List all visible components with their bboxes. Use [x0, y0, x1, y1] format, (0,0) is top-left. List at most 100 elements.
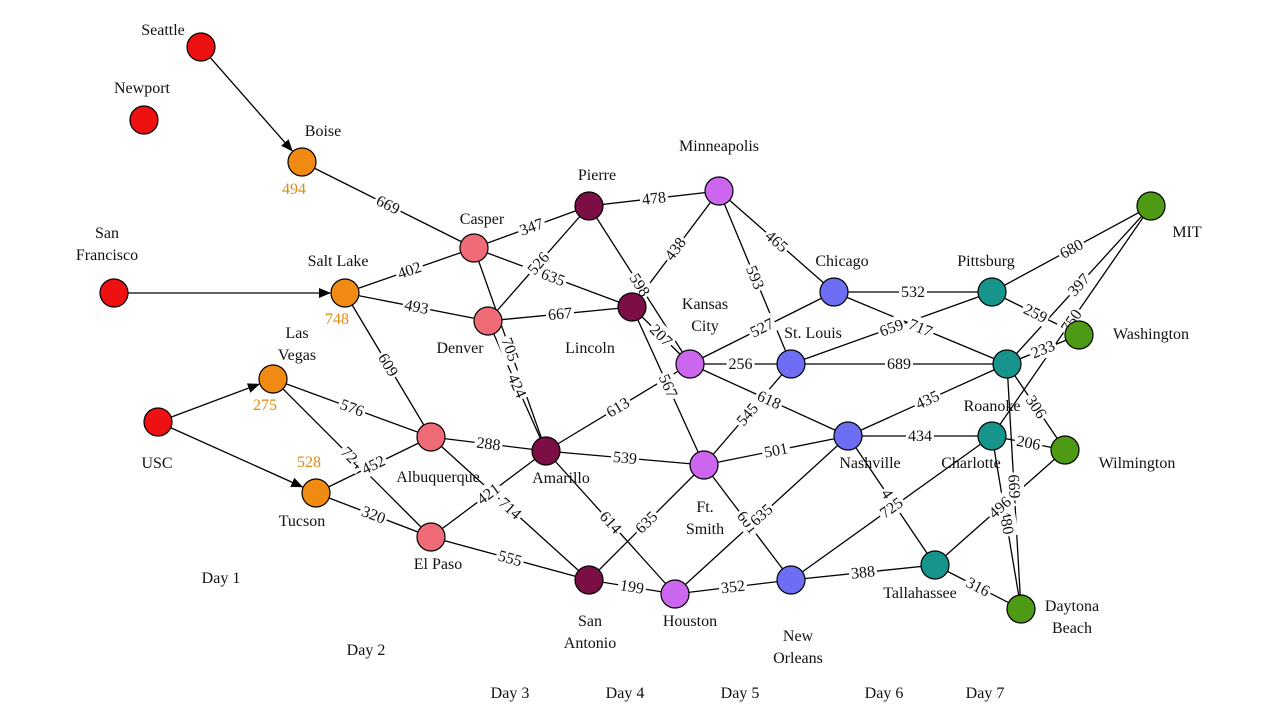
edge-label-bg: [899, 282, 927, 301]
distance-label-boise: 494: [282, 181, 306, 198]
edge-weight-label: 539: [612, 449, 637, 468]
edge-label-group: 567: [654, 369, 683, 403]
edge-label-bg: [1055, 303, 1087, 338]
edge-weight-label: 199: [619, 577, 645, 598]
edge-label-group: 501: [760, 437, 792, 463]
edge-weight-label: 256: [729, 356, 753, 373]
node-label-minneapolis: Minneapolis: [679, 138, 759, 155]
edge-label-bg: [730, 397, 764, 431]
node-label-pittsburg: Pittsburg: [957, 253, 1015, 270]
node-boise: [287, 147, 317, 177]
edge-label-bg: [644, 318, 678, 352]
node-label-seattle: Seattle: [141, 22, 185, 39]
node-label-tucson: Tucson: [279, 513, 326, 530]
edge-label-group: 259: [1018, 298, 1053, 328]
edge-label-group: 402: [392, 256, 426, 284]
node-denver: [473, 306, 503, 336]
edge-label-group: 435: [910, 385, 944, 414]
edge-label-bg: [904, 313, 938, 342]
node-label-newport: Newport: [114, 80, 171, 97]
edge-label-bg: [356, 449, 391, 480]
edge-label-bg: [906, 426, 934, 445]
edge-label-group: 539: [610, 446, 640, 469]
edge-label-bg: [371, 189, 405, 220]
node-label-charlotte: Charlotte: [941, 455, 1001, 472]
node-casper: [459, 233, 489, 263]
edge-label-bg: [503, 369, 532, 403]
edge-label-group: 206: [1013, 430, 1045, 455]
edge-weight-label: 667: [547, 305, 573, 324]
node-amarillo: [531, 436, 561, 466]
edge-label-group: 669: [371, 189, 405, 220]
edge-label-group: 705: [496, 332, 525, 366]
node-ft-smith: [689, 450, 719, 480]
edge-label-group: 532: [899, 282, 927, 301]
edge-label-bg: [473, 432, 504, 455]
edge-label-group: 613: [600, 391, 635, 423]
edge-label-bg: [638, 186, 669, 210]
edge-label-bg: [392, 256, 426, 284]
edge-label-group: 438: [659, 231, 692, 266]
node-label-houston: Houston: [663, 613, 717, 630]
node-daytona-beach: [1006, 594, 1036, 624]
node-label-usc: USC: [141, 455, 172, 472]
edge-label-bg: [982, 490, 1017, 524]
node-label-st-louis: St. Louis: [784, 325, 842, 342]
edge-label-group: 593: [741, 260, 770, 294]
node-label-ft-smith: Ft.Smith: [686, 499, 724, 538]
edge-label-bg: [624, 267, 656, 302]
edge-weight-label: 555: [496, 548, 524, 571]
node-label-salt-lake: Salt Lake: [308, 253, 369, 270]
edge-label-group: 635: [536, 263, 570, 291]
edge-weight-label: 434: [908, 428, 932, 445]
day-label-day6: Day 6: [865, 685, 904, 702]
edge-label-bg: [514, 212, 548, 241]
edge-weight-label: 206: [1015, 433, 1042, 454]
node-tucson: [301, 478, 331, 508]
edge-label-bg: [401, 294, 433, 319]
edge-label-bg: [744, 498, 778, 532]
edge-label-group: 669: [1004, 471, 1025, 501]
edge-label-bg: [471, 477, 506, 510]
edge-label-bg: [616, 574, 648, 599]
edge-label-bg: [874, 313, 908, 342]
edge-weight-label: 532: [901, 284, 925, 301]
node-label-albuquerque: Albuquerque: [396, 469, 480, 486]
edge-usc-las_vegas: [170, 383, 260, 418]
edge-label-bg: [1062, 267, 1096, 302]
day-label-day3: Day 3: [491, 685, 530, 702]
edge-label-bg: [600, 391, 635, 423]
edge-label-group: 388: [848, 561, 878, 583]
distance-label-tucson: 528: [297, 454, 321, 471]
edge-label-bg: [1004, 471, 1025, 501]
node-tallahassee: [920, 550, 950, 580]
nodes-layer: [99, 32, 1166, 624]
edge-label-group: 478: [638, 186, 669, 210]
edge-label-bg: [848, 561, 878, 583]
node-pittsburg: [977, 277, 1007, 307]
node-wilmington: [1050, 435, 1080, 465]
node-new-orleans: [776, 565, 806, 595]
edge-label-bg: [1054, 233, 1089, 264]
day-label-day7: Day 7: [966, 685, 1005, 702]
node-label-denver: Denver: [436, 340, 484, 357]
edge-label-group: 667: [545, 302, 575, 325]
node-minneapolis: [704, 176, 734, 206]
node-chicago: [819, 277, 849, 307]
edge-label-group: 659: [874, 313, 908, 342]
edge-seattle-boise: [209, 57, 293, 152]
edge-label-group: 352: [717, 575, 748, 598]
edge-label-bg: [536, 263, 570, 291]
node-nashville: [833, 421, 863, 451]
edge-weight-label: 501: [763, 440, 790, 461]
edge-label-bg: [1013, 430, 1045, 455]
edge-weight-label: 689: [887, 356, 911, 373]
node-el-paso: [416, 522, 446, 552]
edge-label-group: 316: [961, 571, 996, 602]
edge-label-group: 618: [752, 385, 786, 414]
